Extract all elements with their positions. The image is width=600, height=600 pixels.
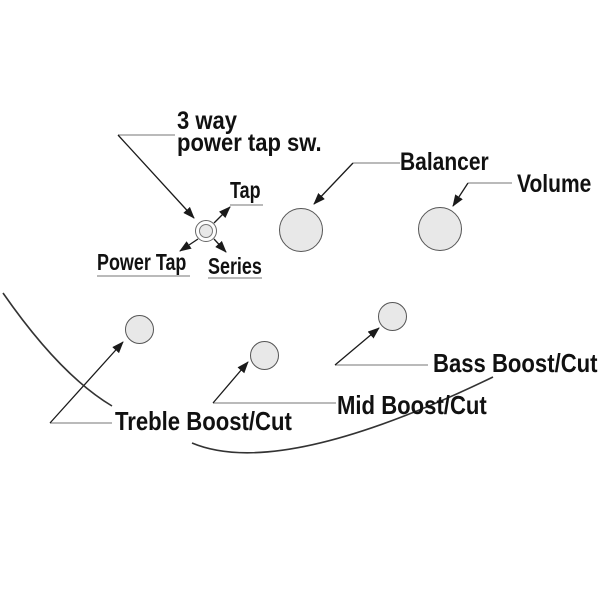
tap-label: Tap — [230, 177, 261, 203]
balancer-knob — [279, 208, 323, 252]
switch-tap-arrow — [213, 206, 231, 224]
balancer-arrow — [313, 162, 354, 205]
treble-arrow — [49, 341, 124, 424]
series-label: Series — [208, 253, 262, 279]
title-arrow — [117, 134, 195, 219]
mid-arrow — [212, 361, 249, 404]
switch-title-line2: power tap sw. — [177, 129, 322, 157]
switch-series-arrow — [213, 238, 227, 253]
volume-arrow — [452, 182, 469, 207]
body-outline-upper-curve — [2, 292, 113, 407]
power-tap-label: Power Tap — [97, 249, 187, 275]
mid-boost-cut-knob — [250, 341, 279, 370]
treble-boost-cut-label: Treble Boost/Cut — [115, 406, 292, 436]
switch-title-label: 3 way power tap sw. — [177, 107, 322, 157]
switch-power-tap-arrow — [179, 238, 199, 252]
body-outline-lower-curve — [191, 376, 494, 454]
mid-boost-cut-label: Mid Boost/Cut — [337, 390, 487, 420]
volume-label: Volume — [517, 170, 592, 198]
switch-title-line1: 3 way — [177, 107, 237, 135]
bass-boost-cut-label: Bass Boost/Cut — [433, 348, 598, 378]
balancer-label: Balancer — [400, 148, 489, 176]
switch-cap — [199, 224, 213, 238]
bass-boost-cut-knob — [378, 302, 407, 331]
volume-knob — [418, 207, 462, 251]
power-tap-switch — [195, 220, 217, 242]
treble-boost-cut-knob — [125, 315, 154, 344]
bass-arrow — [334, 327, 380, 366]
